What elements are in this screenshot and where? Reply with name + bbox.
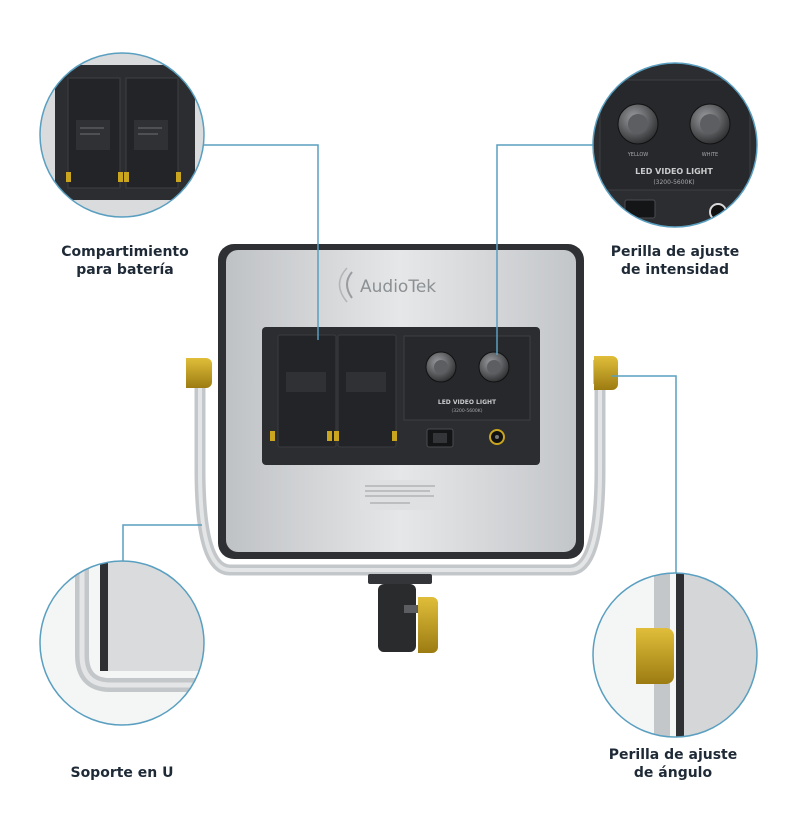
- svg-text:WHITE: WHITE: [702, 152, 718, 158]
- label-intensity-knob: Perilla de ajuste de intensidad: [610, 244, 740, 278]
- stand-mount: [368, 574, 438, 653]
- knob-icon[interactable]: [425, 351, 510, 383]
- svg-text:AudioTek: AudioTek: [360, 277, 436, 297]
- dc-port-icon: [489, 429, 505, 445]
- zoom-u-bracket: [39, 560, 205, 726]
- power-switch-icon[interactable]: [426, 428, 454, 448]
- zoom-intensity-knobs: YELLOW WHITE LED VIDEO LIGHT (3200-5600K…: [592, 62, 758, 228]
- angle-knob-right[interactable]: [594, 356, 618, 390]
- label-u-bracket: Soporte en U: [70, 765, 174, 781]
- svg-text:YELLOW: YELLOW: [627, 152, 649, 158]
- svg-text:LED VIDEO LIGHT: LED VIDEO LIGHT: [635, 167, 713, 176]
- product-sticker: [360, 480, 440, 510]
- label-battery-compartment: Compartimiento para batería: [61, 244, 189, 278]
- zoom-battery-compartment: [39, 52, 205, 218]
- svg-text:(3200-5600K): (3200-5600K): [653, 179, 694, 186]
- battery-slot-icon: [270, 334, 397, 448]
- label-angle-knob: Perilla de ajuste de ángulo: [608, 747, 738, 781]
- led-light-panel: AudioTek LED VIDEO LIGHT (3200-5600K): [218, 244, 584, 559]
- zoom-angle-knob: [592, 572, 758, 738]
- svg-text:LED VIDEO LIGHT: LED VIDEO LIGHT: [438, 399, 497, 406]
- brand-logo: AudioTek: [338, 267, 436, 303]
- angle-knob-left[interactable]: [186, 358, 212, 388]
- svg-text:(3200-5600K): (3200-5600K): [452, 408, 483, 414]
- callout-lines: [122, 144, 677, 575]
